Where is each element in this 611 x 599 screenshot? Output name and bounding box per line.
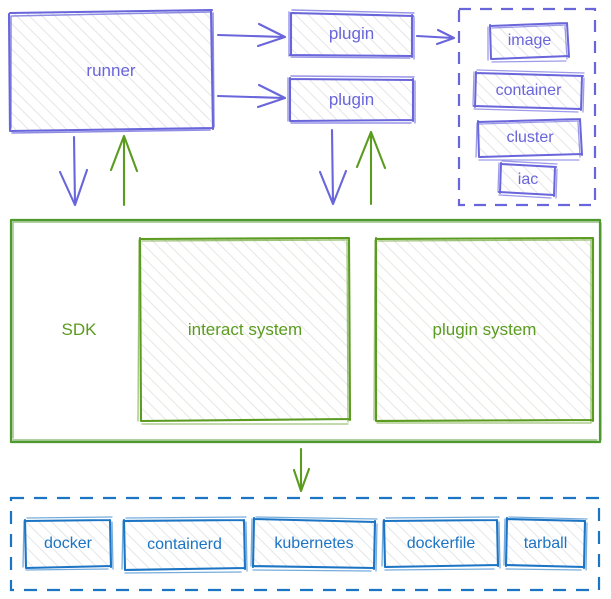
arrow-runner-to-plugin-bottom xyxy=(216,83,287,109)
docker-box[interactable] xyxy=(22,516,114,571)
container-box[interactable] xyxy=(472,69,585,113)
plugin-bottom-box[interactable] xyxy=(287,75,416,124)
kubernetes-box[interactable] xyxy=(250,516,378,572)
dockerfile-box[interactable] xyxy=(381,516,501,571)
tarball-box[interactable] xyxy=(503,516,588,571)
resource-group-container xyxy=(457,7,597,207)
arrow-plugin-to-sdk xyxy=(318,128,348,206)
arrow-sdk-to-backends xyxy=(292,447,311,493)
backend-group-container xyxy=(9,496,601,592)
arrow-runner-to-plugin-top xyxy=(216,22,287,48)
arrow-plugin-to-resources xyxy=(415,28,456,46)
arrow-sdk-to-runner xyxy=(109,134,139,207)
cluster-box[interactable] xyxy=(475,118,583,161)
interact-system-box[interactable] xyxy=(137,236,352,425)
runner-box[interactable] xyxy=(7,8,215,134)
image-box[interactable] xyxy=(487,22,570,63)
arrow-sdk-to-plugin xyxy=(355,130,387,206)
plugin-system-box[interactable] xyxy=(373,236,595,424)
iac-box[interactable] xyxy=(497,160,558,199)
arrow-runner-to-sdk xyxy=(58,135,89,207)
plugin-top-box[interactable] xyxy=(288,9,415,60)
containerd-box[interactable] xyxy=(121,516,248,574)
